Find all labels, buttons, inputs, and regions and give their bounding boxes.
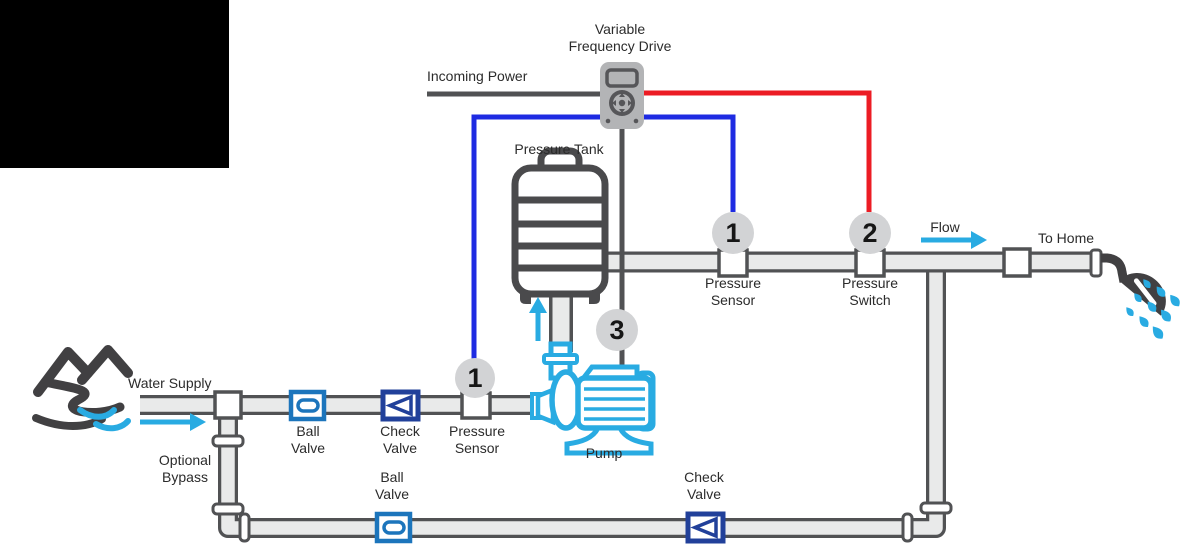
pipe-fittings [211,247,1103,543]
vfd-to-line-sensor-blue-wire [643,114,736,212]
badge-supply-pressure-sensor: 1 [455,358,495,398]
check-valve-supply-label: Check Valve [380,423,420,456]
incoming-power-label: Incoming Power [427,68,528,84]
discharge-coupling [1002,247,1032,278]
badge-pressure-switch: 2 [849,212,891,254]
blue-flow-arrow-icon [140,231,987,431]
ball-valve-bypass [374,511,413,544]
bypass-elbow-collar-right [901,512,914,543]
mountain-stream-icon [32,345,133,432]
bypass-pipe [218,256,946,538]
supply-tee-fitting [213,390,243,420]
water-supply-label: Water Supply [128,375,212,391]
pressure-switch-label: Pressure Switch [841,275,899,308]
centrifugal-pump-icon [530,341,656,456]
flow-label: Flow [930,219,960,235]
bypass-elbow-collar-left [238,512,251,543]
check-valve-bypass-label: Check Valve [684,469,724,502]
bypass-coupling-lower [211,502,245,516]
pressure-tank-label: Pressure Tank [514,141,604,157]
vfd-to-switch-red-wire [643,90,872,212]
ball-valve-supply-label: Ball Valve [291,423,325,456]
pressure-sensor-line-label: Pressure Sensor [704,275,762,308]
check-valve-supply [380,389,421,422]
badge-pump-wire: 3 [596,309,638,351]
pressure-sensor-supply-label: Pressure Sensor [448,423,506,456]
water-drops-icon [1126,279,1180,339]
to-home-label: To Home [1038,230,1095,246]
optional-bypass-label: Optional Bypass [158,452,212,485]
check-valve-bypass [685,511,726,544]
shower-head-icon [1101,253,1166,316]
ball-valve-supply [288,389,327,422]
pressure-tank-icon [511,147,609,304]
pump-label: Pump [585,445,623,461]
bypass-riser-collar [919,501,953,515]
vfd-label: Variable Frequency Drive [568,21,672,54]
bypass-coupling-upper [211,434,245,448]
ball-valve-bypass-label: Ball Valve [375,469,409,502]
vfd-to-supply-sensor-blue-wire [471,114,600,360]
badge-line-pressure-sensor: 1 [712,212,754,254]
blacked-out-logo [0,0,229,168]
line-sensor-fitting [717,248,749,278]
discharge-end-collar [1089,248,1103,278]
wiring [427,90,872,368]
vfd-controller-icon [600,62,644,129]
